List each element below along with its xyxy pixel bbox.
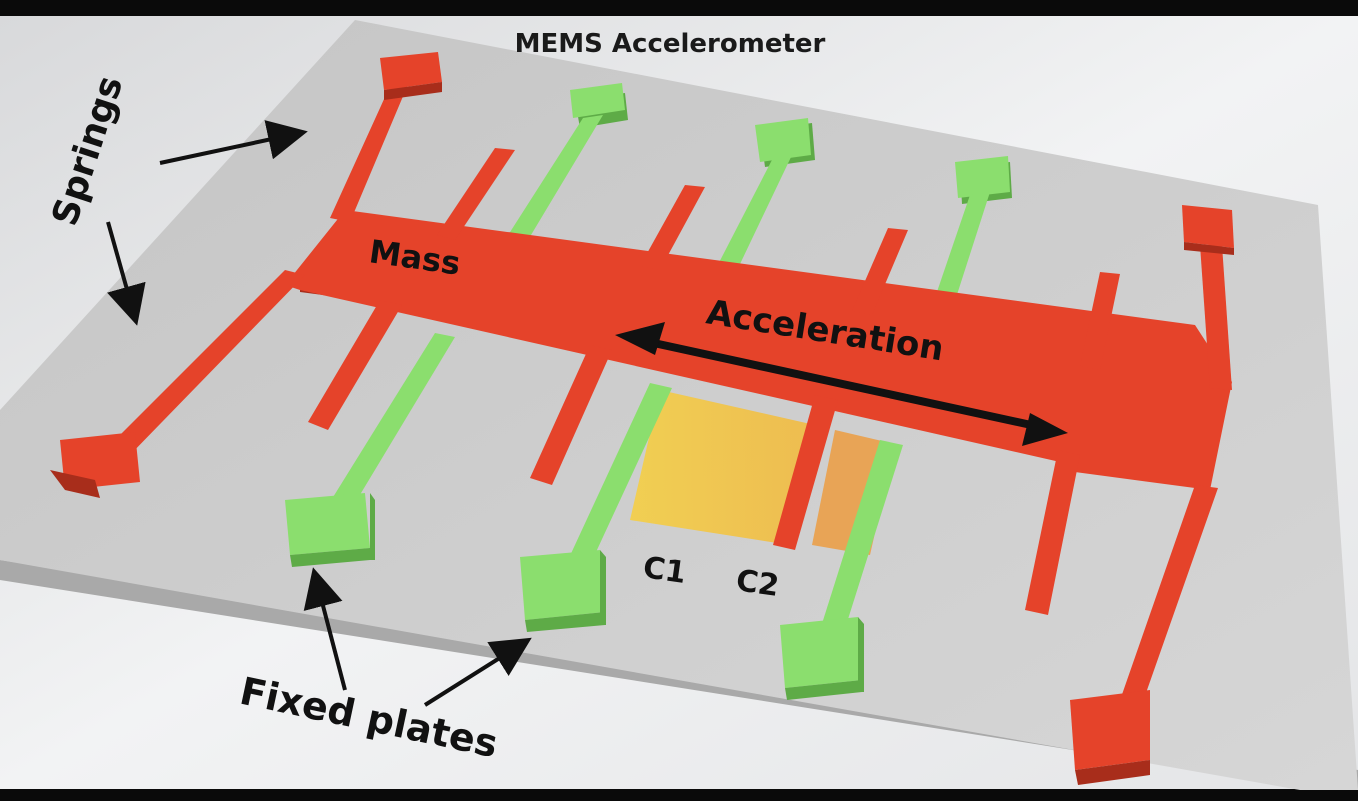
- mass-finger: [852, 228, 908, 315]
- mass-finger: [1080, 272, 1120, 370]
- spring-bottom-right: [1118, 485, 1218, 710]
- spring-bottom-left: [100, 270, 305, 460]
- fixed-plate: [520, 383, 672, 632]
- mass-finger: [530, 345, 612, 485]
- bottom-border-bar: [0, 789, 1358, 801]
- fixed-plate: [780, 440, 903, 700]
- mass-finger: [773, 395, 838, 550]
- fixed-plates-lower: [285, 333, 903, 700]
- proof-mass-structure: [50, 52, 1234, 785]
- springs-arrow-lower: [106, 221, 146, 326]
- acceleration-double-arrow: [615, 322, 1068, 446]
- fixed-plate: [285, 333, 455, 567]
- spring-top-left: [330, 75, 412, 222]
- fixed-plates-arrow-left: [303, 567, 347, 691]
- mass-finger: [640, 185, 705, 270]
- fixed-plates-arrow-right: [423, 637, 532, 707]
- diagram-title: MEMS Accelerometer: [515, 29, 826, 59]
- c2-label: C2: [734, 563, 781, 604]
- mass-finger: [308, 300, 402, 430]
- top-border-bar: [0, 0, 1358, 16]
- c1-label: C1: [641, 550, 688, 591]
- fixed-plate: [710, 118, 815, 291]
- springs-arrow-upper: [159, 120, 308, 165]
- spring-top-right: [1200, 245, 1232, 390]
- mass-finger: [1025, 450, 1080, 615]
- capacitor-c1-region: [630, 390, 815, 545]
- mass-finger: [437, 148, 515, 240]
